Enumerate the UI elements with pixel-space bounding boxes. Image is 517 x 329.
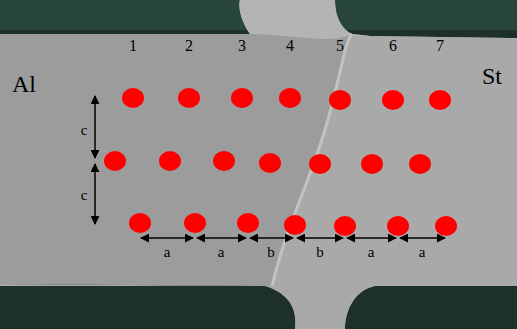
point-number: 7 bbox=[436, 38, 444, 54]
point-number: 3 bbox=[238, 38, 246, 54]
point-number: 6 bbox=[389, 38, 397, 54]
material-label: Al bbox=[12, 72, 36, 96]
dimension-label: a bbox=[218, 245, 225, 260]
dimension-label: b bbox=[316, 245, 324, 260]
dimension-label: a bbox=[164, 245, 171, 260]
dimension-label: a bbox=[419, 245, 426, 260]
dimension-lines bbox=[95, 96, 445, 238]
dimension-label: a bbox=[368, 245, 375, 260]
steel-plate bbox=[0, 34, 517, 329]
indent-dots bbox=[104, 88, 457, 236]
dimension-label: b bbox=[267, 245, 275, 260]
point-number: 5 bbox=[336, 38, 344, 54]
weld-top bbox=[239, 0, 370, 39]
point-number: 1 bbox=[129, 38, 137, 54]
material-label: St bbox=[482, 64, 502, 88]
dimension-label: c bbox=[81, 188, 88, 203]
dimension-label: c bbox=[81, 123, 88, 138]
point-number: 4 bbox=[286, 38, 294, 54]
point-number: 2 bbox=[185, 38, 193, 54]
interface-line bbox=[272, 34, 352, 286]
